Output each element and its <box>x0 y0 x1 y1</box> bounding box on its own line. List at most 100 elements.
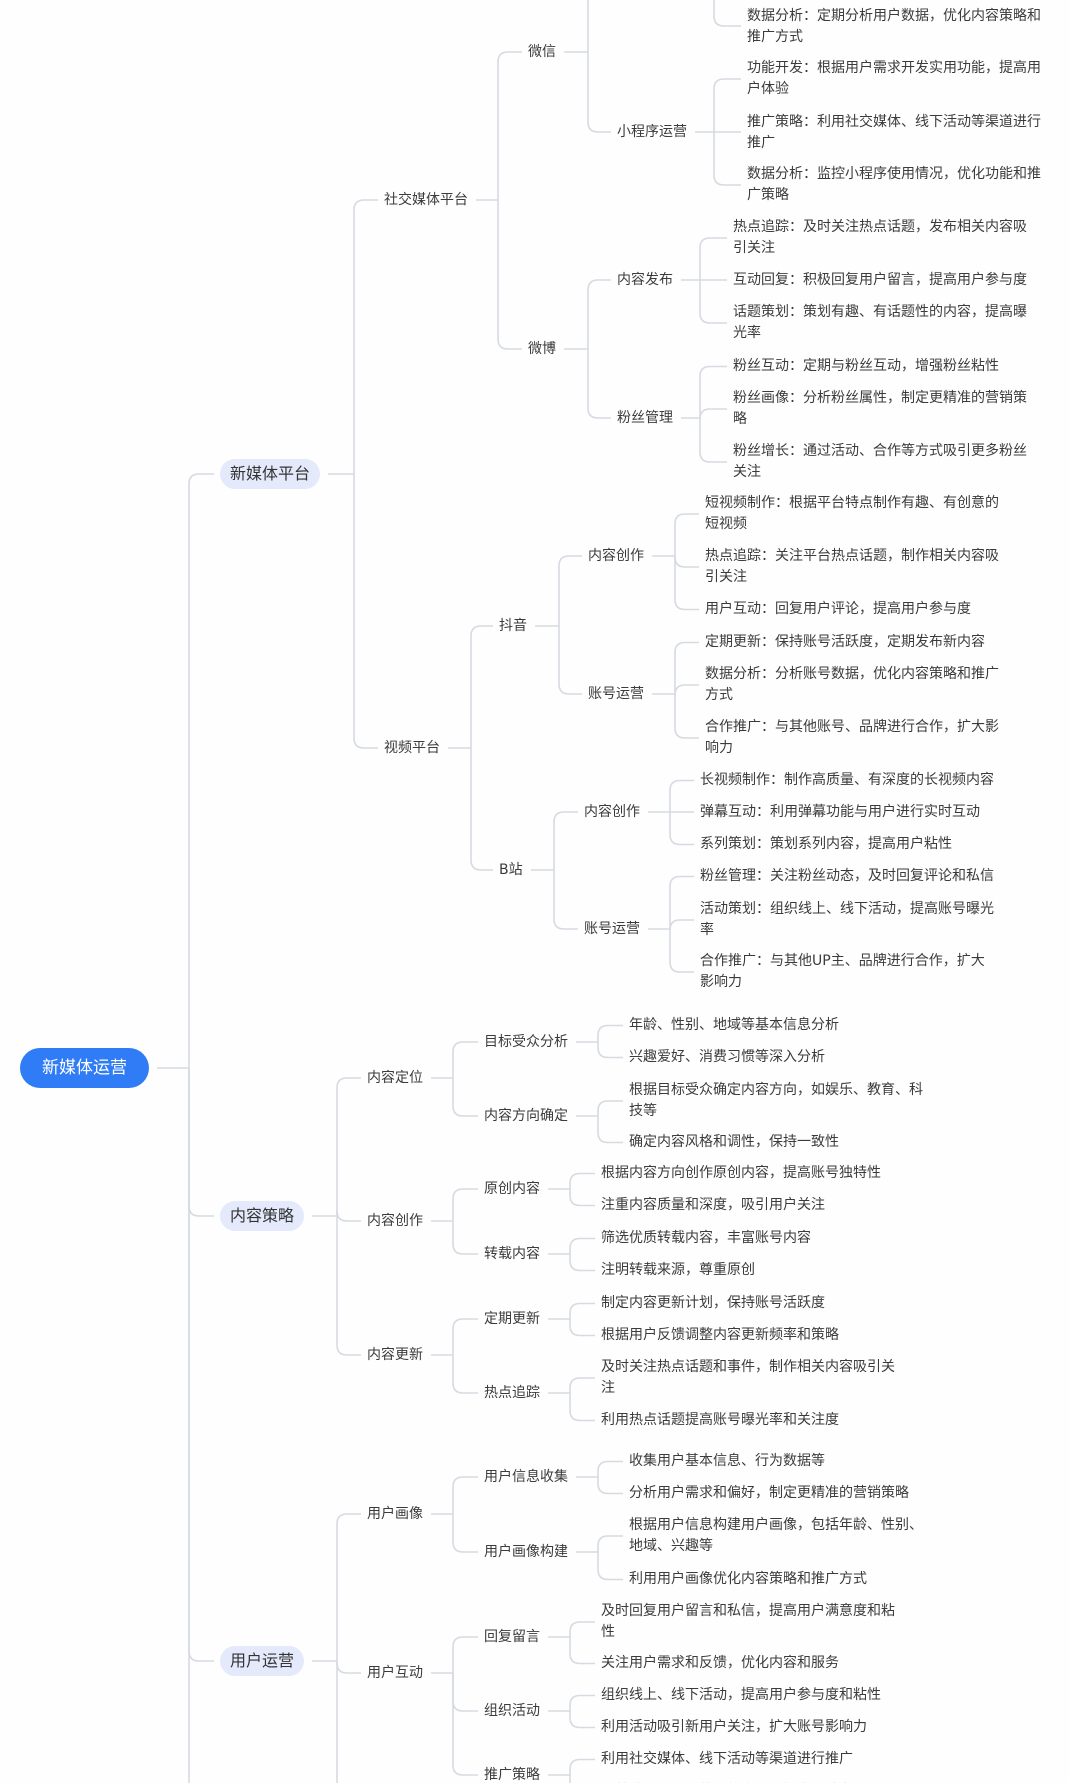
leaf-node[interactable]: 根据目标受众确定内容方向，如娱乐、教育、科技等 <box>629 1081 923 1119</box>
topic-node[interactable]: 账号运营 <box>588 685 644 702</box>
connector-line <box>597 1116 623 1144</box>
leaf-node[interactable]: 粉丝增长：通过活动、合作等方式吸引更多粉丝关注 <box>733 442 1027 480</box>
leaf-node[interactable]: 筛选优质转载内容，丰富账号内容 <box>601 1229 811 1246</box>
topic-node[interactable]: 回复留言 <box>484 1628 540 1645</box>
connector-line <box>713 78 741 132</box>
topic-node[interactable]: 粉丝管理 <box>617 409 673 426</box>
leaf-node[interactable]: 兴趣爱好、消费习惯等深入分析 <box>629 1048 825 1065</box>
leaf-node[interactable]: 根据用户反馈调整内容更新频率和策略 <box>601 1326 839 1343</box>
topic-node[interactable]: 内容方向确定 <box>484 1107 568 1124</box>
connector-line <box>336 1210 361 1222</box>
topic-node[interactable]: 目标受众分析 <box>484 1033 568 1050</box>
leaf-node[interactable]: 长视频制作：制作高质量、有深度的长视频内容 <box>700 771 994 788</box>
connector-line <box>569 1621 595 1637</box>
leaf-node[interactable]: 组织线上、线下活动，提高用户参与度和粘性 <box>601 1686 881 1703</box>
leaf-node[interactable]: 关注用户需求和反馈，优化内容和服务 <box>601 1654 839 1671</box>
leaf-node[interactable]: 数据分析：定期分析用户数据，优化内容策略和推广方式 <box>747 7 1041 45</box>
leaf-node[interactable]: 合作推广：与其他账号、品牌进行合作，扩大影响力 <box>705 718 999 756</box>
connector-line <box>569 1302 595 1319</box>
connector-line <box>587 279 611 349</box>
leaf-node[interactable]: 利用用户画像优化内容策略和推广方式 <box>629 1570 867 1587</box>
leaf-node[interactable]: 制定内容更新计划，保持账号活跃度 <box>601 1294 825 1311</box>
topic-node[interactable]: 抖音 <box>499 617 527 634</box>
topic-node[interactable]: 内容创作 <box>367 1212 423 1229</box>
leaf-node[interactable]: 粉丝管理：关注粉丝动态，及时回复评论和私信 <box>700 867 994 884</box>
connector-line <box>669 919 694 931</box>
leaf-node[interactable]: 话题策划：策划有趣、有话题性的内容，提高曝光率 <box>733 303 1027 341</box>
leaf-node[interactable]: 及时关注热点话题和事件，制作相关内容吸引关注 <box>601 1358 895 1396</box>
leaf-node[interactable]: 注明转载来源，尊重原创 <box>601 1261 755 1278</box>
topic-node[interactable]: 推广策略 <box>484 1766 540 1783</box>
leaf-node[interactable]: 利用热点话题提高账号曝光率和关注度 <box>601 1411 839 1428</box>
leaf-node[interactable]: 弹幕互动：利用弹幕功能与用户进行实时互动 <box>700 803 980 820</box>
topic-node[interactable]: 内容更新 <box>367 1346 423 1363</box>
leaf-node[interactable]: 根据用户信息构建用户画像，包括年龄、性别、地域、兴趣等 <box>629 1516 923 1554</box>
leaf-node[interactable]: 根据内容方向创作原创内容，提高账号独特性 <box>601 1164 881 1181</box>
connector-line <box>699 237 727 280</box>
connector-line <box>699 408 727 420</box>
topic-node[interactable]: 微博 <box>528 340 556 357</box>
leaf-node[interactable]: 推广策略：利用社交媒体、线下活动等渠道进行推广 <box>747 113 1041 151</box>
connector-line <box>452 1476 478 1514</box>
topic-node[interactable]: B站 <box>499 861 523 878</box>
leaf-node[interactable]: 粉丝互动：定期与粉丝互动，增强粉丝粘性 <box>733 357 999 374</box>
leaf-node[interactable]: 互动回复：积极回复用户留言，提高用户参与度 <box>733 271 1027 288</box>
topic-node[interactable]: 转载内容 <box>484 1245 540 1262</box>
connector-line <box>569 1393 595 1422</box>
topic-node[interactable]: 定期更新 <box>484 1310 540 1327</box>
connector-line <box>569 1775 571 1783</box>
leaf-node[interactable]: 用户互动：回复用户评论，提高用户参与度 <box>705 600 971 617</box>
topic-node[interactable]: 用户画像 <box>367 1505 423 1522</box>
topic-node[interactable]: 用户信息收集 <box>484 1468 568 1485</box>
leaf-node[interactable]: 热点追踪：及时关注热点话题，发布相关内容吸引关注 <box>733 218 1027 256</box>
leaf-node[interactable]: 定期更新：保持账号活跃度，定期发布新内容 <box>705 633 985 650</box>
connector-line <box>452 1636 478 1673</box>
leaf-node[interactable]: 系列策划：策划系列内容，提高用户粘性 <box>700 835 952 852</box>
leaf-node[interactable]: 数据分析：分析账号数据，优化内容策略和推广方式 <box>705 665 999 703</box>
leaf-node[interactable]: 数据分析：监控小程序使用情况，优化功能和推广策略 <box>747 165 1041 203</box>
topic-node[interactable]: 小程序运营 <box>617 123 687 140</box>
leaf-node[interactable]: 利用活动吸引新用户关注，扩大账号影响力 <box>601 1718 867 1735</box>
leaf-node[interactable]: 功能开发：根据用户需求开发实用功能，提高用户体验 <box>747 59 1041 97</box>
leaf-node[interactable]: 短视频制作：根据平台特点制作有趣、有创意的短视频 <box>705 494 999 532</box>
connector-line <box>669 812 694 846</box>
topic-node[interactable]: 用户互动 <box>367 1664 423 1681</box>
leaf-node[interactable]: 利用社交媒体、线下活动等渠道进行推广 <box>601 1750 853 1767</box>
topic-node[interactable]: 社交媒体平台 <box>384 191 468 208</box>
topic-node[interactable]: 内容创作 <box>588 547 644 564</box>
connector-line <box>569 1319 595 1337</box>
topic-node[interactable]: 热点追踪 <box>484 1384 540 1401</box>
topic-node[interactable]: 内容创作 <box>584 803 640 820</box>
connector-line <box>470 748 493 871</box>
connector-line <box>452 1318 478 1355</box>
branch-node[interactable]: 用户运营 <box>220 1646 305 1676</box>
leaf-node[interactable]: 活动策划：组织线上、线下活动，提高账号曝光率 <box>700 900 994 938</box>
leaf-node[interactable]: 分析用户需求和偏好，制定更精准的营销策略 <box>629 1484 909 1501</box>
connector-line <box>353 199 378 474</box>
topic-node[interactable]: 视频平台 <box>384 739 440 756</box>
leaf-node[interactable]: 收集用户基本信息、行为数据等 <box>629 1452 825 1469</box>
leaf-node[interactable]: 及时回复用户留言和私信，提高用户满意度和粘性 <box>601 1602 895 1640</box>
connector-line <box>497 200 522 350</box>
leaf-node[interactable]: 合作推广：与其他UP主、品牌进行合作，扩大影响力 <box>700 952 985 990</box>
branch-node[interactable]: 内容策略 <box>220 1201 305 1231</box>
leaf-node[interactable]: 热点追踪：关注平台热点话题，制作相关内容吸引关注 <box>705 547 999 585</box>
topic-node[interactable]: 微信 <box>528 43 556 60</box>
topic-node[interactable]: 内容定位 <box>367 1069 423 1086</box>
leaf-node[interactable]: 确定内容风格和调性，保持一致性 <box>629 1133 839 1150</box>
connector-line <box>597 1477 623 1495</box>
topic-node[interactable]: 用户画像构建 <box>484 1543 568 1560</box>
topic-node[interactable]: 内容发布 <box>617 271 673 288</box>
topic-node[interactable]: 原创内容 <box>484 1180 540 1197</box>
leaf-node[interactable]: 年龄、性别、地域等基本信息分析 <box>629 1016 839 1033</box>
connector-line <box>669 929 694 973</box>
leaf-node[interactable]: 粉丝画像：分析粉丝属性，制定更精准的营销策略 <box>733 389 1027 427</box>
connector-line <box>336 1661 361 1674</box>
topic-node[interactable]: 账号运营 <box>584 920 640 937</box>
leaf-node[interactable]: 注重内容质量和深度，吸引用户关注 <box>601 1196 825 1213</box>
root-node[interactable]: 新媒体运营 <box>20 1048 149 1088</box>
topic-node[interactable]: 组织活动 <box>484 1702 540 1719</box>
connector-line <box>452 1355 478 1394</box>
branch-node[interactable]: 新媒体平台 <box>220 459 321 489</box>
connector-line <box>188 473 214 1068</box>
